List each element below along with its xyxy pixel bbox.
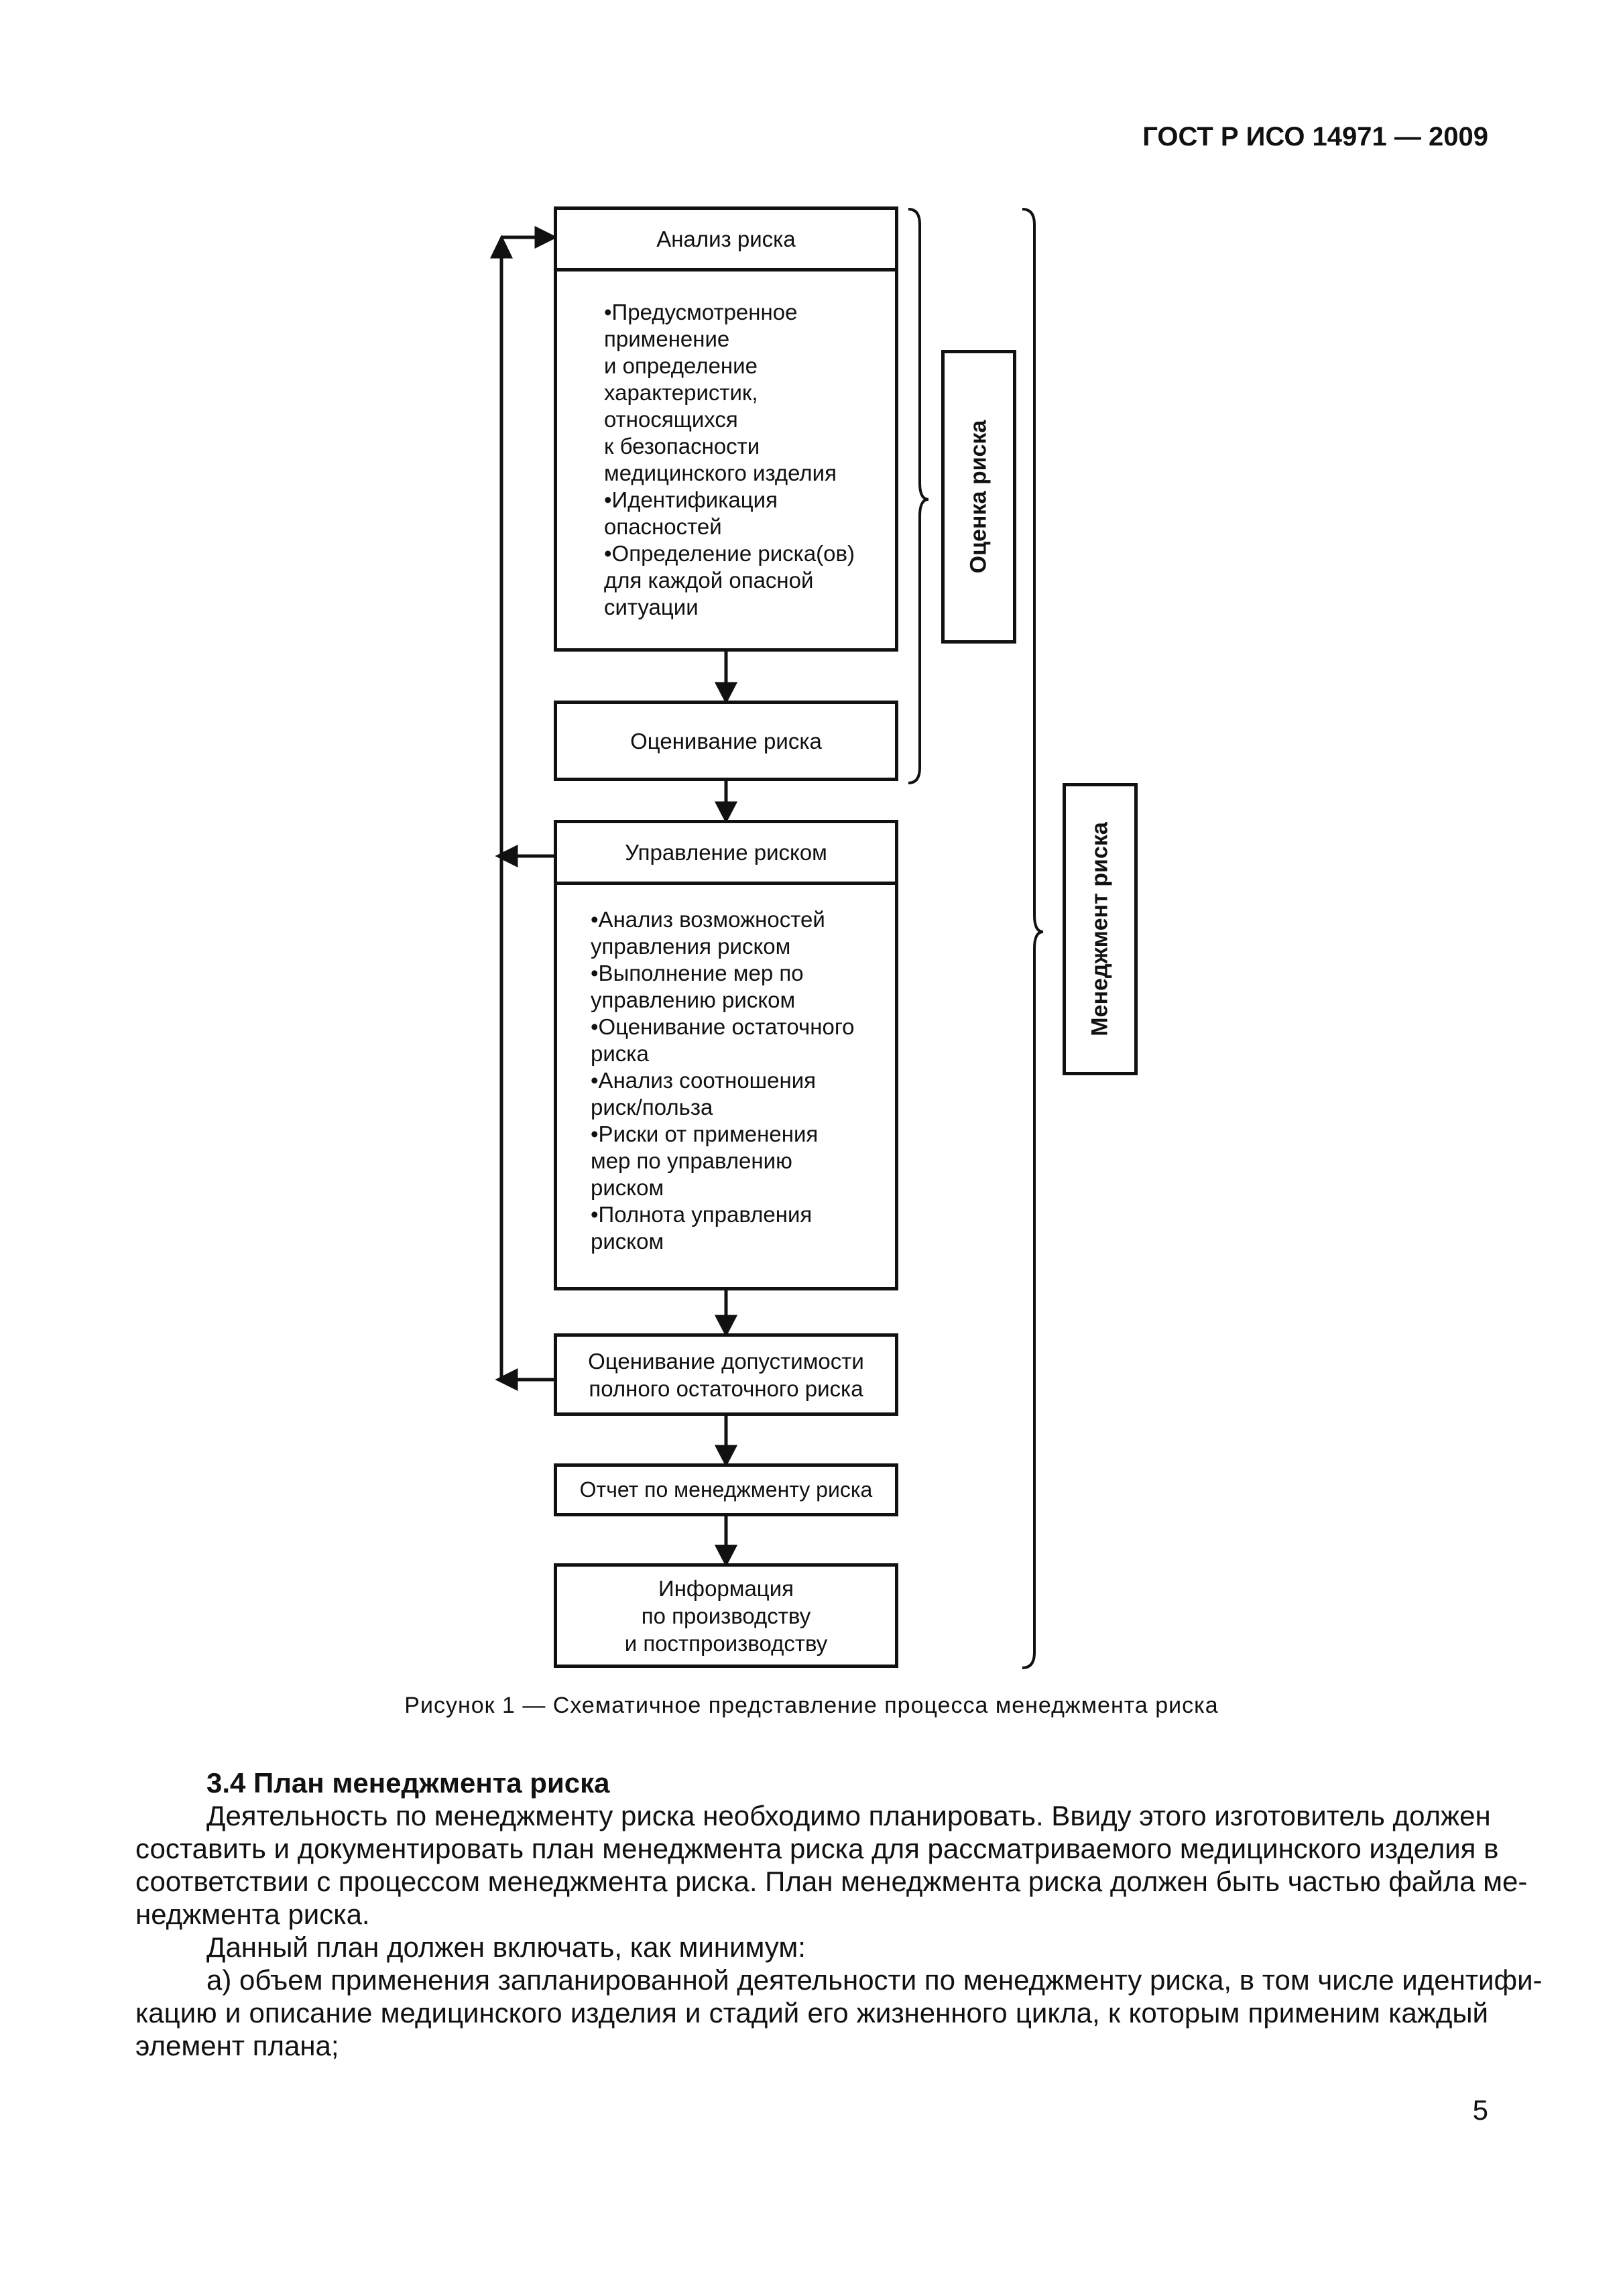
- control-item: •Оценивание остаточного риска: [591, 1014, 855, 1066]
- page-number: 5: [1472, 2094, 1488, 2126]
- paragraph-line: соответствии с процессом менеджмента рис…: [135, 1866, 1528, 1897]
- risk-control-box: Управление риском •Анализ возможностей у…: [554, 820, 898, 1290]
- risk-evaluation-box: Оценивание риска: [554, 701, 898, 781]
- section-title: 3.4 План менеджмента риска: [206, 1767, 610, 1799]
- risk-assessment-label: Оценка риска: [965, 420, 991, 574]
- control-item: •Анализ возможностей управления риском: [591, 907, 825, 959]
- risk-control-title: Управление риском: [557, 823, 895, 885]
- paragraph-line: кацию и описание медицинского изделия и …: [135, 1997, 1488, 2029]
- risk-control-items: •Анализ возможностей управления риском •…: [591, 906, 855, 1255]
- residual-risk-acceptability-label: Оценивание допустимости полного остаточн…: [588, 1348, 864, 1401]
- risk-evaluation-label: Оценивание риска: [630, 728, 822, 753]
- risk-analysis-box: Анализ риска •Предусмотренное применение…: [554, 206, 898, 652]
- production-info-label: Информация по производству и постпроизво…: [624, 1575, 828, 1656]
- control-item: •Риски от применения мер по управлению р…: [591, 1122, 819, 1200]
- diagram-connectors: [490, 208, 1044, 1669]
- risk-assessment-label-box: Оценка риска: [941, 350, 1016, 644]
- risk-analysis-title: Анализ риска: [557, 210, 895, 271]
- control-item: •Выполнение мер по управлению риском: [591, 961, 804, 1012]
- risk-management-label-box: Менеджмент риска: [1063, 783, 1138, 1075]
- risk-management-diagram: Анализ риска •Предусмотренное применение…: [490, 206, 1138, 1669]
- residual-risk-acceptability-box: Оценивание допустимости полного остаточн…: [554, 1333, 898, 1416]
- risk-management-brace: [1022, 208, 1044, 1669]
- paragraph-1: Деятельность по менеджменту риска необхо…: [135, 1799, 1528, 1931]
- control-item: •Анализ соотношения риск/польза: [591, 1068, 817, 1120]
- paragraph-line: а) объем применения запланированной деят…: [206, 1964, 1543, 1996]
- risk-management-report-box: Отчет по менеджменту риска: [554, 1463, 898, 1516]
- analysis-item: •Идентификация опасностей: [604, 487, 778, 539]
- figure-caption: Рисунок 1 — Схематичное представление пр…: [404, 1693, 1219, 1718]
- risk-management-label: Менеджмент риска: [1087, 822, 1113, 1036]
- production-info-box: Информация по производству и постпроизво…: [554, 1563, 898, 1668]
- paragraph-line: составить и документировать план менеджм…: [135, 1833, 1499, 1864]
- control-item: •Полнота управления риском: [591, 1202, 813, 1254]
- list-item-a: а) объем применения запланированной деят…: [135, 1963, 1543, 2062]
- paragraph-2: Данный план должен включать, как минимум…: [135, 1931, 1488, 1963]
- risk-management-report-label: Отчет по менеджменту риска: [579, 1477, 873, 1502]
- analysis-item: •Определение риска(ов) для каждой опасно…: [604, 541, 855, 619]
- risk-assessment-brace: [908, 208, 929, 784]
- paragraph-line: элемент плана;: [135, 2030, 339, 2061]
- paragraph-line: Данный план должен включать, как минимум…: [206, 1931, 806, 1963]
- risk-analysis-items: •Предусмотренное применение и определени…: [604, 299, 855, 621]
- document-header: ГОСТ Р ИСО 14971 — 2009: [1142, 122, 1488, 152]
- paragraph-line: неджмента риска.: [135, 1898, 370, 1930]
- analysis-item: •Предусмотренное применение и определени…: [604, 300, 837, 485]
- paragraph-line: Деятельность по менеджменту риска необхо…: [206, 1800, 1491, 1831]
